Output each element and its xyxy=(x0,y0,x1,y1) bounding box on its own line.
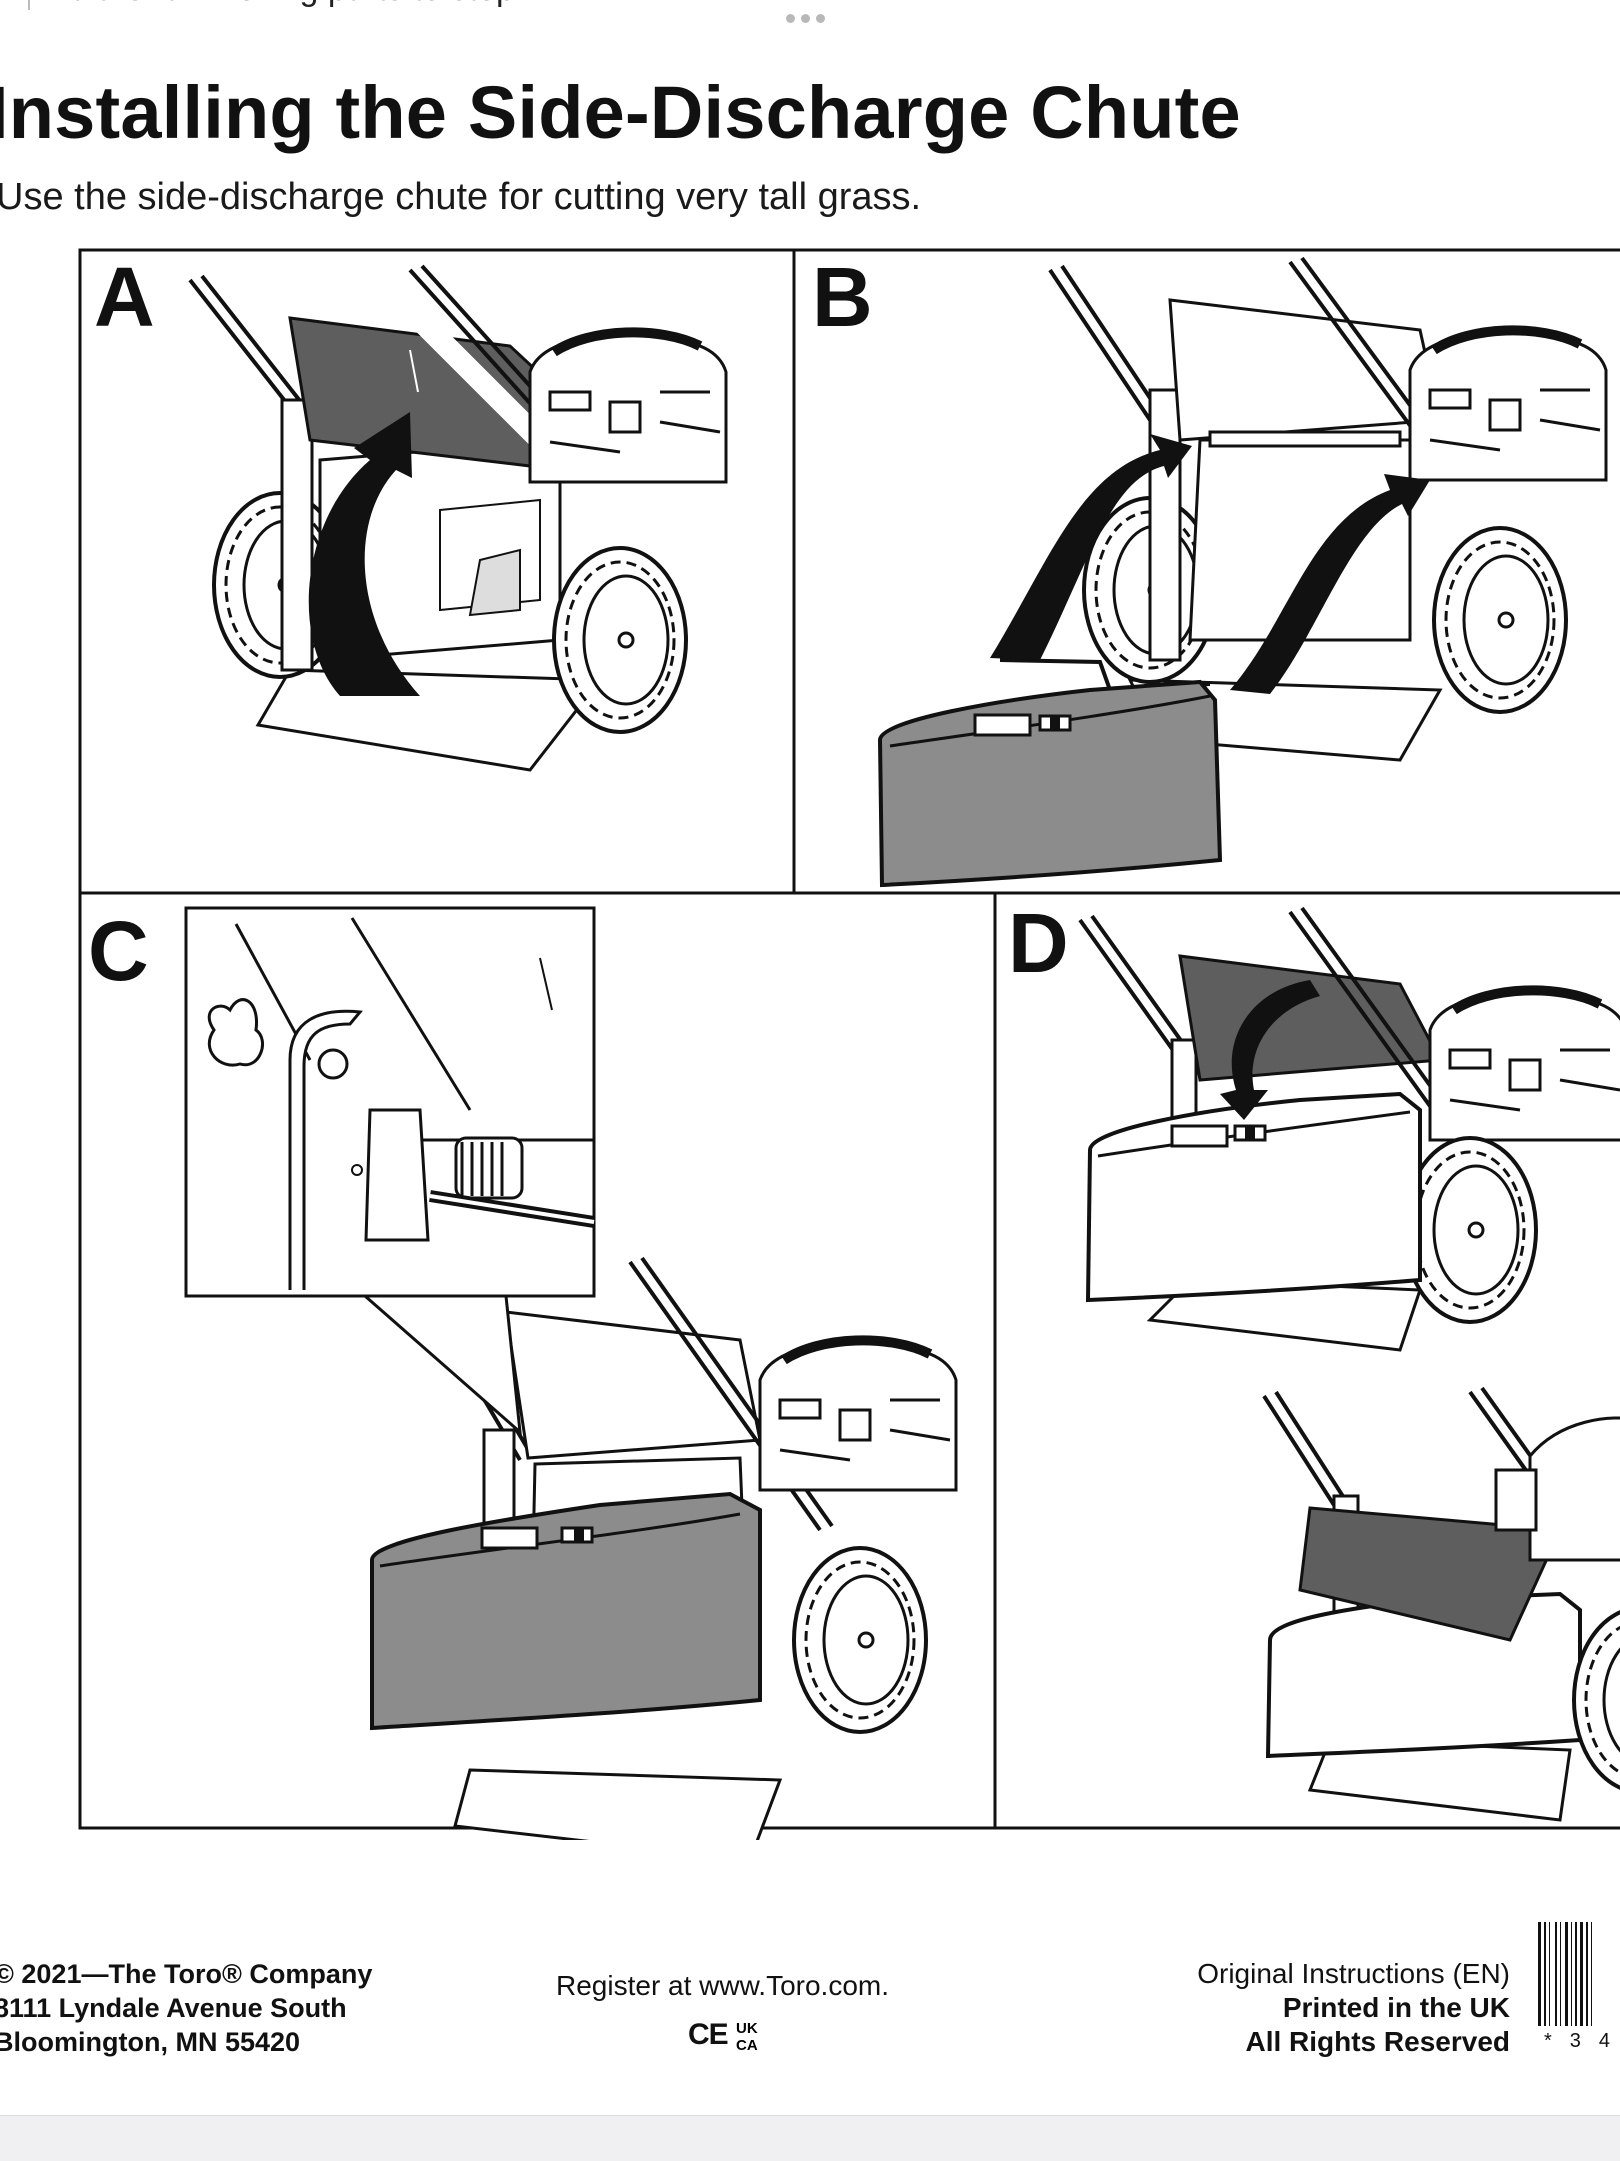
panel-b-illustration xyxy=(877,256,1606,888)
rights-reserved: All Rights Reserved xyxy=(1245,2026,1510,2057)
bottom-toolbar-strip xyxy=(0,2115,1620,2161)
panel-grid xyxy=(78,248,1620,1830)
barcode-text: *34 xyxy=(1544,2030,1620,2052)
page-title: Installing the Side-Discharge Chute xyxy=(0,71,1241,154)
panel-d-top-illustration xyxy=(1078,906,1620,1352)
svg-text:CA: CA xyxy=(736,2037,758,2052)
svg-text:UK: UK xyxy=(736,2020,758,2037)
panel-c-illustration xyxy=(184,906,956,1840)
page-handle-dots[interactable] xyxy=(786,14,825,23)
original-instructions: Original Instructions (EN) xyxy=(1197,1958,1510,1989)
panel-c-inset-detail xyxy=(207,917,595,1290)
barcode xyxy=(1536,1922,1620,2032)
printed-in: Printed in the UK xyxy=(1282,1992,1510,2023)
top-cut-divider xyxy=(28,0,30,10)
page-subtitle: Use the side-discharge chute for cutting… xyxy=(0,176,922,218)
panel-d-label: D xyxy=(1008,896,1069,990)
street-line: 8111 Lyndale Avenue South xyxy=(0,1993,347,2023)
previous-step-text: Wait for all moving parts to stop. xyxy=(40,0,524,9)
panel-a-illustration xyxy=(188,264,726,772)
panel-a-label: A xyxy=(94,250,155,344)
panel-b-label: B xyxy=(812,250,873,344)
panel-d-bottom-illustration xyxy=(1262,1386,1620,1822)
installation-figure: A B C D xyxy=(78,248,1620,1840)
panel-c-label: C xyxy=(88,904,149,998)
company-address: © 2021—The Toro® Company 8111 Lyndale Av… xyxy=(0,1957,372,2059)
document-info: Original Instructions (EN) Printed in th… xyxy=(1197,1957,1510,2059)
ce-mark: CE xyxy=(688,2018,729,2051)
copyright-line: © 2021—The Toro® Company xyxy=(0,1959,373,1989)
register-text: Register at www.Toro.com. xyxy=(556,1970,889,2001)
ukca-mark-icon: UK CA xyxy=(736,2020,758,2052)
city-line: Bloomington, MN 55420 xyxy=(0,2027,301,2057)
